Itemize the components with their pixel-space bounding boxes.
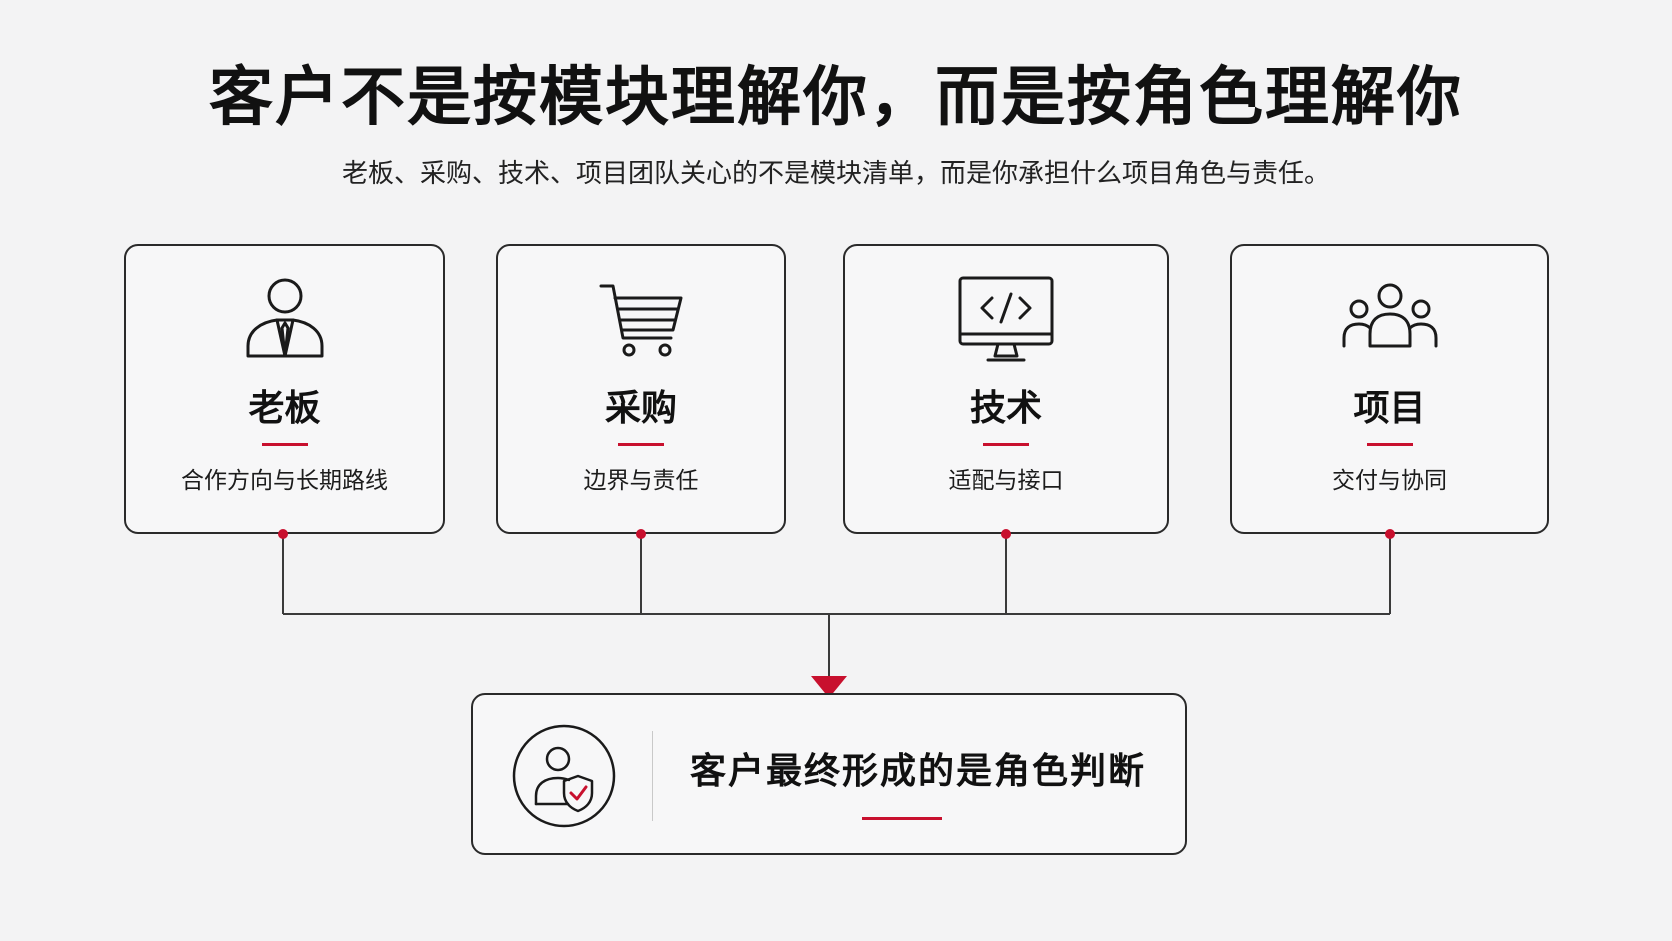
role-underline xyxy=(983,443,1029,446)
role-underline xyxy=(618,443,664,446)
role-description-project: 交付与协同 xyxy=(1332,468,1447,494)
role-underline xyxy=(1366,443,1413,446)
role-name-boss: 老板 xyxy=(248,388,321,429)
page-subtitle: 老板、采购、技术、项目团队关心的不是模块清单，而是你承担什么项目角色与责任。 xyxy=(341,159,1330,189)
role-description-technical: 适配与接口 xyxy=(948,468,1064,494)
role-name-procurement: 采购 xyxy=(604,388,677,429)
conclusion-text: 客户最终形成的是角色判断 xyxy=(689,751,1146,792)
code-monitor-icon xyxy=(958,276,1054,364)
role-card-boss: 老板 合作方向与长期路线 xyxy=(124,244,445,534)
businessman-icon xyxy=(237,276,333,364)
user-shield-check-icon xyxy=(512,724,616,828)
shopping-cart-icon xyxy=(593,276,689,364)
role-name-project: 项目 xyxy=(1353,388,1426,429)
role-underline xyxy=(261,443,308,446)
role-card-procurement: 采购 边界与责任 xyxy=(496,244,786,534)
conclusion-underline xyxy=(862,817,942,820)
role-description-procurement: 边界与责任 xyxy=(583,468,699,494)
vertical-divider xyxy=(652,731,653,821)
page-title: 客户不是按模块理解你，而是按角色理解你 xyxy=(209,61,1463,135)
conclusion-box: 客户最终形成的是角色判断 xyxy=(471,693,1187,855)
role-card-technical: 技术 适配与接口 xyxy=(843,244,1169,534)
role-name-technical: 技术 xyxy=(969,388,1042,429)
role-description-boss: 合作方向与长期路线 xyxy=(181,468,388,494)
role-card-project: 项目 交付与协同 xyxy=(1230,244,1549,534)
team-icon xyxy=(1342,276,1438,364)
